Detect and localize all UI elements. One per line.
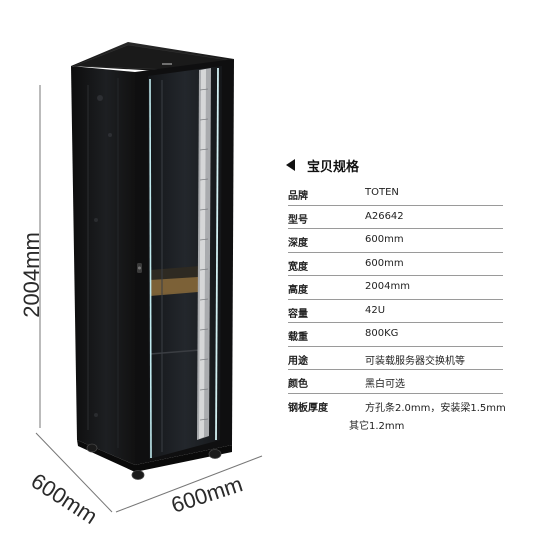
caster-wheels bbox=[86, 443, 222, 480]
cabinet-side-panel bbox=[71, 66, 135, 465]
spec-row-usage: 用途 可装载服务器交换机等 bbox=[288, 347, 503, 370]
spec-row-model: 型号 A26642 bbox=[288, 206, 503, 229]
spec-row-depth: 深度 600mm bbox=[288, 229, 503, 253]
spec-row-capacity: 容量 42U bbox=[288, 300, 503, 323]
spec-label: 用途 bbox=[288, 355, 308, 367]
spec-label: 钢板厚度 bbox=[288, 402, 328, 414]
spec-row-width: 宽度 600mm bbox=[288, 253, 503, 276]
spec-label: 型号 bbox=[288, 214, 308, 226]
depth-dimension-line bbox=[35, 432, 113, 513]
spec-value: 方孔条2.0mm，安装梁1.5mm bbox=[365, 402, 506, 414]
spec-value: 600mm bbox=[365, 234, 404, 245]
spec-row-steel-thickness: 钢板厚度 方孔条2.0mm，安装梁1.5mm 其它1.2mm bbox=[288, 394, 506, 432]
spec-rows: 品牌 TOTEN 型号 A26642 深度 600mm 宽度 600mm 高度 … bbox=[288, 182, 506, 432]
mounting-rails bbox=[161, 68, 211, 452]
spec-row-load: 载重 800KG bbox=[288, 323, 503, 347]
door-accent-strip-left bbox=[149, 78, 152, 459]
spec-value: 2004mm bbox=[365, 281, 410, 292]
spec-title: 宝贝规格 bbox=[307, 159, 360, 175]
spec-label: 深度 bbox=[288, 238, 308, 249]
spec-label: 载重 bbox=[288, 332, 308, 343]
spec-label: 颜色 bbox=[288, 379, 308, 390]
cabinet-base bbox=[77, 440, 232, 472]
spec-row-color: 颜色 黑白可选 bbox=[288, 370, 503, 394]
spec-header: 宝贝规格 bbox=[286, 154, 503, 176]
triangle-left-icon bbox=[286, 159, 295, 171]
spec-value: TOTEN bbox=[365, 187, 399, 198]
door-accent-strip-right bbox=[215, 67, 219, 441]
spec-value: 600mm bbox=[365, 257, 404, 269]
spec-table: 宝贝规格 品牌 TOTEN 型号 A26642 深度 600mm 宽度 600m… bbox=[286, 154, 506, 432]
spec-row-brand: 品牌 TOTEN bbox=[288, 182, 503, 206]
spec-label: 高度 bbox=[288, 285, 308, 296]
spec-label: 宽度 bbox=[288, 261, 308, 273]
height-dimension-label: 2004mm bbox=[19, 232, 44, 318]
spec-label: 容量 bbox=[288, 308, 308, 320]
spec-value: A26642 bbox=[365, 210, 404, 222]
dimension-lines bbox=[35, 85, 263, 513]
spec-row-height: 高度 2004mm bbox=[288, 276, 503, 300]
spec-value: 黑白可选 bbox=[365, 379, 405, 390]
spec-value: 可装载服务器交换机等 bbox=[365, 355, 465, 367]
spec-label: 品牌 bbox=[288, 191, 308, 202]
glass-door bbox=[148, 66, 222, 459]
spec-value-line2: 其它1.2mm bbox=[349, 420, 405, 432]
width-dimension-line bbox=[115, 455, 263, 513]
spec-value: 42U bbox=[365, 304, 386, 316]
spec-value: 800KG bbox=[365, 328, 399, 339]
